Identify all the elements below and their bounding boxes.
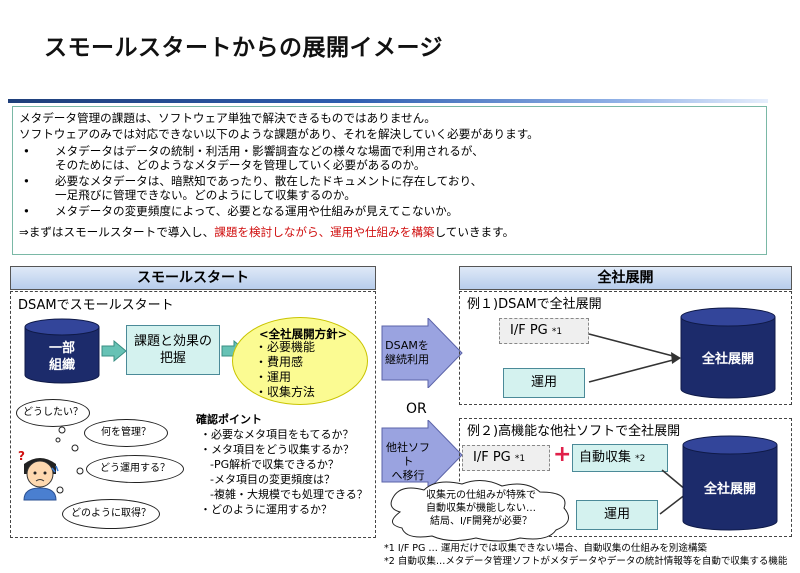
example1-enterprise-cylinder: 全社展開 (680, 307, 776, 399)
intro-bullets: •メタデータはデータの統制・利活用・影響調査などの様々な場面で利用されるが、その… (19, 144, 760, 218)
page-title: スモールスタートからの展開イメージ (44, 35, 444, 61)
intro-line-2: ソフトウェアのみでは対応できない以下のような課題があり、それを解決していく必要が… (19, 127, 539, 141)
conclusion-highlight: 課題を検討しながら、運用や仕組みを構築 (214, 225, 435, 239)
policy-item: ・収集方法 (255, 385, 316, 399)
check-item: -PG解析で収集できるか？ (210, 458, 339, 471)
confused-person-icon: ? (18, 449, 59, 501)
footnote-1: *1 I/F PG … 運用だけでは収集できない場合、自動収集の仕組みを別途構築 (384, 543, 707, 554)
intro-bullet: •メタデータの変更頻度によって、必要となる運用や仕組みが見えてこないか。 (23, 204, 459, 218)
bubble-what-manage: 何を管理？ (84, 419, 168, 447)
intro-conclusion: ⇒まずはスモールスタートで導入し、課題を検討しながら、運用や仕組みを構築していき… (19, 225, 515, 239)
evaluate-box: 課題と効果の 把握 (126, 325, 220, 375)
bullet-dot: • (23, 204, 30, 218)
example2-if-pg: I/F PG *1 (462, 445, 550, 471)
plus-icon: + (553, 442, 572, 467)
cylinder-shape (24, 318, 100, 384)
title-underline (8, 99, 768, 103)
intro-bullet: •必要なメタデータは、暗黙知であったり、散在したドキュメントに存在しており、一足… (23, 174, 483, 202)
policy-title: <全社展開方針> (259, 327, 348, 341)
example2-panel (459, 418, 792, 537)
concern-cloud (390, 480, 569, 542)
bubble-what-want: どうしたい？ (16, 399, 90, 427)
check-points: 確認ポイント ・必要なメタ項目をもてるか？ ・メタ項目をどう収集するか？ -PG… (196, 412, 368, 517)
bullet-dot: • (23, 174, 30, 188)
partial-org-cylinder: 一部 組織 (24, 318, 100, 384)
example1-ops-box: 運用 (503, 368, 585, 398)
intro-line-1: メタデータ管理の課題は、ソフトウェア単独で解決できるものではありません。 (19, 111, 436, 125)
svg-text:?: ? (18, 449, 25, 463)
small-start-header: スモールスタート (10, 266, 376, 290)
check-item: ・必要なメタ項目をもてるか？ (200, 428, 354, 441)
example2-ops-box: 運用 (576, 500, 658, 530)
concern-cloud-text: 収集元の仕組みが特殊で 自動収集が機能しない… 結局、I/F開発が必要？ (426, 490, 536, 527)
policy-item: ・運用 (255, 370, 292, 384)
check-item: -複雑・大規模でも処理できる？ (210, 488, 368, 501)
check-item: ・メタ項目をどう収集するか？ (200, 443, 354, 456)
or-label: OR (406, 401, 427, 417)
check-item: ・どのように運用するか？ (200, 503, 332, 516)
policy-ellipse: <全社展開方針> ・必要機能 ・費用感 ・運用 ・収集方法 (232, 317, 368, 405)
small-start-panel (10, 291, 376, 538)
example1-panel (459, 291, 792, 405)
bubble-how-acquire: どのように取得？ (62, 499, 160, 529)
policy-item: ・費用感 (255, 355, 304, 369)
example1-label: 例１)DSAMで全社展開 (467, 297, 602, 312)
arrow-migrate-label: 他社ソフト へ移行 (386, 441, 430, 482)
policy-item: ・必要機能 (255, 340, 316, 354)
example2-auto-box: 自動収集 *2 (572, 444, 668, 472)
example2-label: 例２)高機能な他社ソフトで全社展開 (467, 424, 681, 439)
small-start-label: DSAMでスモールスタート (18, 298, 174, 313)
bubble-how-operate: どう運用する？ (86, 455, 184, 483)
example1-if-pg: I/F PG *1 (499, 318, 589, 344)
intro-box: メタデータ管理の課題は、ソフトウェア単独で解決できるものではありません。 ソフト… (12, 106, 767, 255)
footnotes: *1 I/F PG … 運用だけでは収集できない場合、自動収集の仕組みを別途構築… (384, 542, 787, 568)
arrow-continue-label: DSAMを 継続利用 (385, 339, 429, 366)
cylinder-shape (680, 307, 776, 399)
example2-enterprise-cylinder: 全社展開 (682, 435, 778, 531)
intro-bullet: •メタデータはデータの統制・利活用・影響調査などの様々な場面で利用されるが、その… (23, 144, 484, 172)
example1-arrows (588, 333, 681, 383)
cylinder-shape (682, 435, 778, 531)
bullet-dot: • (23, 144, 30, 158)
arrow-to-evaluate (101, 340, 127, 362)
arrow-continue-dsam (381, 318, 463, 388)
footnote-2: *2 自動収集…メタデータ管理ソフトがメタデータやデータの統計情報等を自動で収集… (384, 556, 788, 567)
check-title: 確認ポイント (196, 413, 262, 426)
policy-list: ・必要機能 ・費用感 ・運用 ・収集方法 (255, 340, 315, 400)
enterprise-header: 全社展開 (459, 266, 792, 290)
arrow-migrate-other (381, 420, 463, 490)
check-item: -メタ項目の変更頻度は？ (210, 473, 335, 486)
